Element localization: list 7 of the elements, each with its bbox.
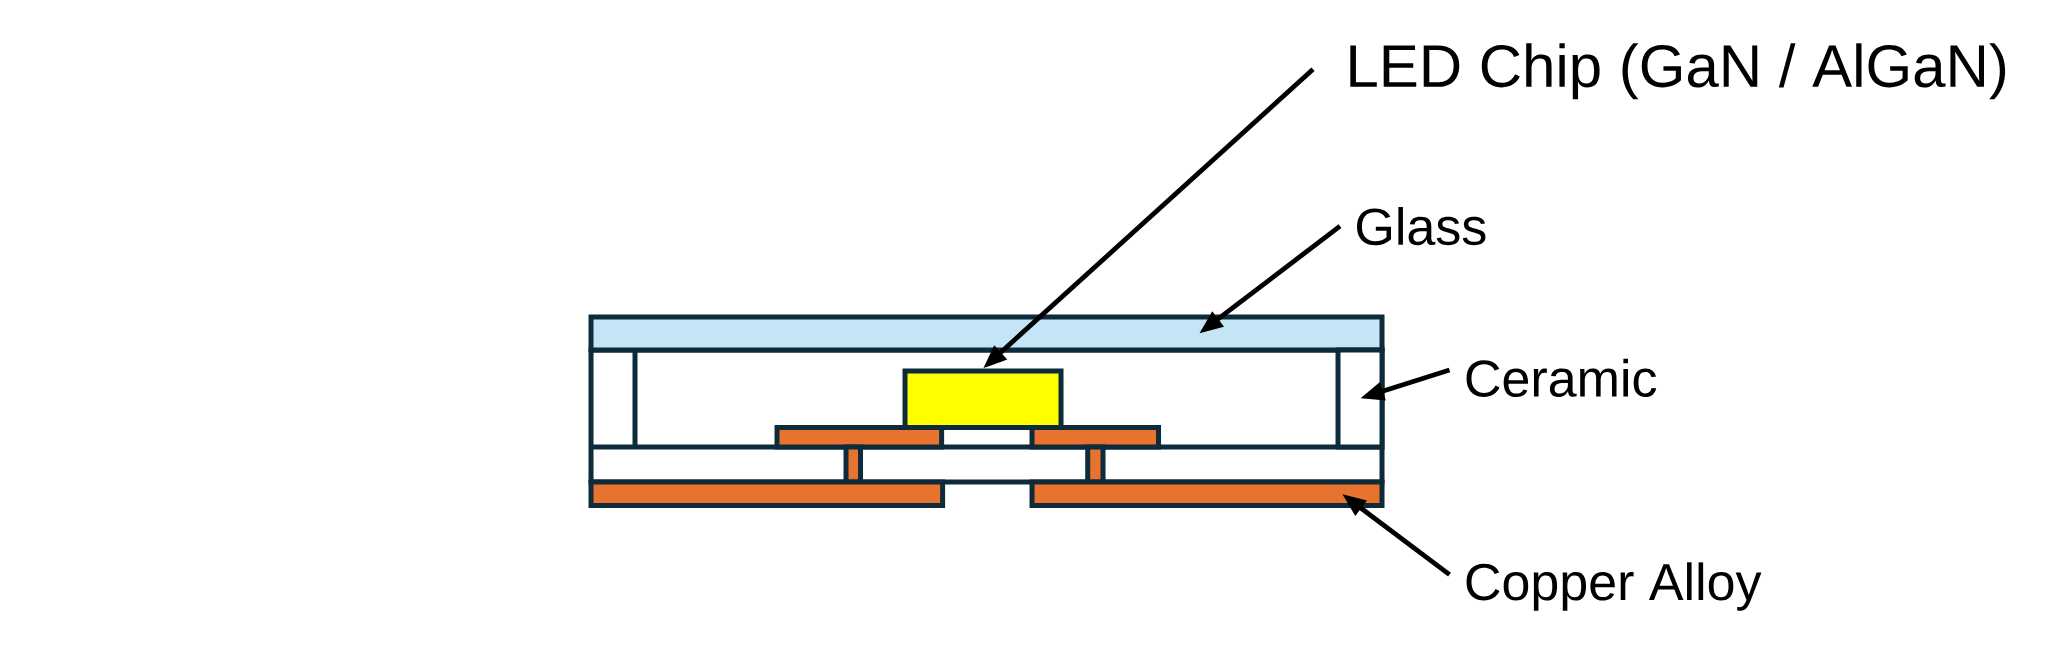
ceramic-wall: [1335, 347, 1385, 450]
callout-label: Glass: [1357, 207, 1486, 246]
callout-label: LED Chip (GaN / AlGaN): [1350, 43, 2006, 100]
callout-label: Copper Alloy: [1466, 562, 1762, 611]
led-chip: [902, 368, 1064, 431]
glass-layer: [588, 314, 1385, 353]
callout-label: Ceramic: [1466, 358, 1657, 397]
